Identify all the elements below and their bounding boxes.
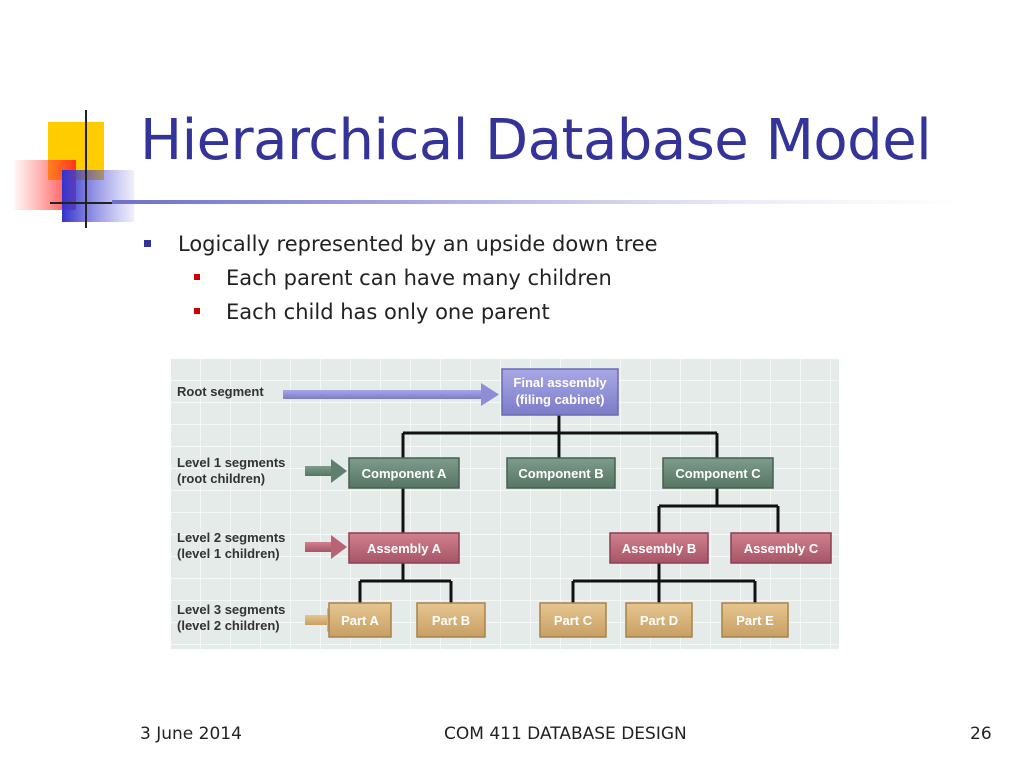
- node-label: Part B: [432, 613, 470, 628]
- node-component-c: Component C: [662, 457, 774, 489]
- node-assembly-c: Assembly C: [730, 532, 832, 564]
- level-label-3: Level 3 segments: [177, 602, 285, 617]
- node-part-b: Part B: [416, 602, 486, 638]
- node-part-c: Part C: [539, 602, 607, 638]
- footer-course-title: COM 411 DATABASE DESIGN: [444, 724, 687, 744]
- node-label: Assembly C: [744, 541, 819, 556]
- node-assembly-b: Assembly B: [609, 532, 709, 564]
- node-label: Component A: [362, 466, 447, 481]
- node-part-e: Part E: [721, 602, 789, 638]
- node-component-b: Component B: [506, 457, 616, 489]
- node-label: Component C: [675, 466, 761, 481]
- level-label-3-sub: (level 2 children): [177, 618, 280, 633]
- corner-decoration: [14, 110, 134, 228]
- sub-bullet-text: Each child has only one parent: [226, 300, 550, 324]
- node-label: Part A: [341, 613, 379, 628]
- node-label: Component B: [518, 466, 603, 481]
- node-part-a: Part A: [328, 602, 392, 638]
- slide-title: Hierarchical Database Model: [140, 108, 932, 173]
- level1-arrow: [305, 459, 347, 483]
- node-label: Part E: [736, 613, 774, 628]
- bullet-text: Logically represented by an upside down …: [178, 232, 658, 256]
- sub-bullet-item: Each parent can have many children: [194, 266, 612, 290]
- sub-bullet-marker: [194, 308, 200, 314]
- root-arrow: [283, 383, 499, 406]
- level-label-1-sub: (root children): [177, 471, 265, 486]
- node-assembly-a: Assembly A: [348, 532, 460, 564]
- node-component-a: Component A: [348, 457, 460, 489]
- node-label: (filing cabinet): [516, 392, 605, 407]
- level-labels: Root segment Level 1 segments (root chil…: [177, 384, 285, 633]
- tree-connectors: [358, 415, 780, 603]
- node-label: Part C: [554, 613, 593, 628]
- level-label-2: Level 2 segments: [177, 530, 285, 545]
- node-label: Part D: [640, 613, 678, 628]
- level-label-2-sub: (level 1 children): [177, 546, 280, 561]
- level-label-root: Root segment: [177, 384, 264, 399]
- sub-bullet-marker: [194, 274, 200, 280]
- node-label: Assembly B: [622, 541, 696, 556]
- node-part-d: Part D: [625, 602, 693, 638]
- level-label-1: Level 1 segments: [177, 455, 285, 470]
- bullet-marker: [144, 239, 151, 247]
- slide-number: 26: [970, 724, 992, 744]
- level2-arrow: [305, 535, 347, 559]
- node-label: Assembly A: [367, 541, 442, 556]
- footer-date: 3 June 2014: [140, 724, 242, 744]
- node-final-assembly: Final assembly (filing cabinet): [501, 368, 619, 416]
- title-underline: [112, 200, 962, 204]
- node-label: Final assembly: [513, 375, 607, 390]
- bullet-item: Logically represented by an upside down …: [144, 232, 658, 256]
- sub-bullet-text: Each parent can have many children: [226, 266, 612, 290]
- hierarchy-diagram: Root segment Level 1 segments (root chil…: [171, 359, 839, 649]
- sub-bullet-item: Each child has only one parent: [194, 300, 550, 324]
